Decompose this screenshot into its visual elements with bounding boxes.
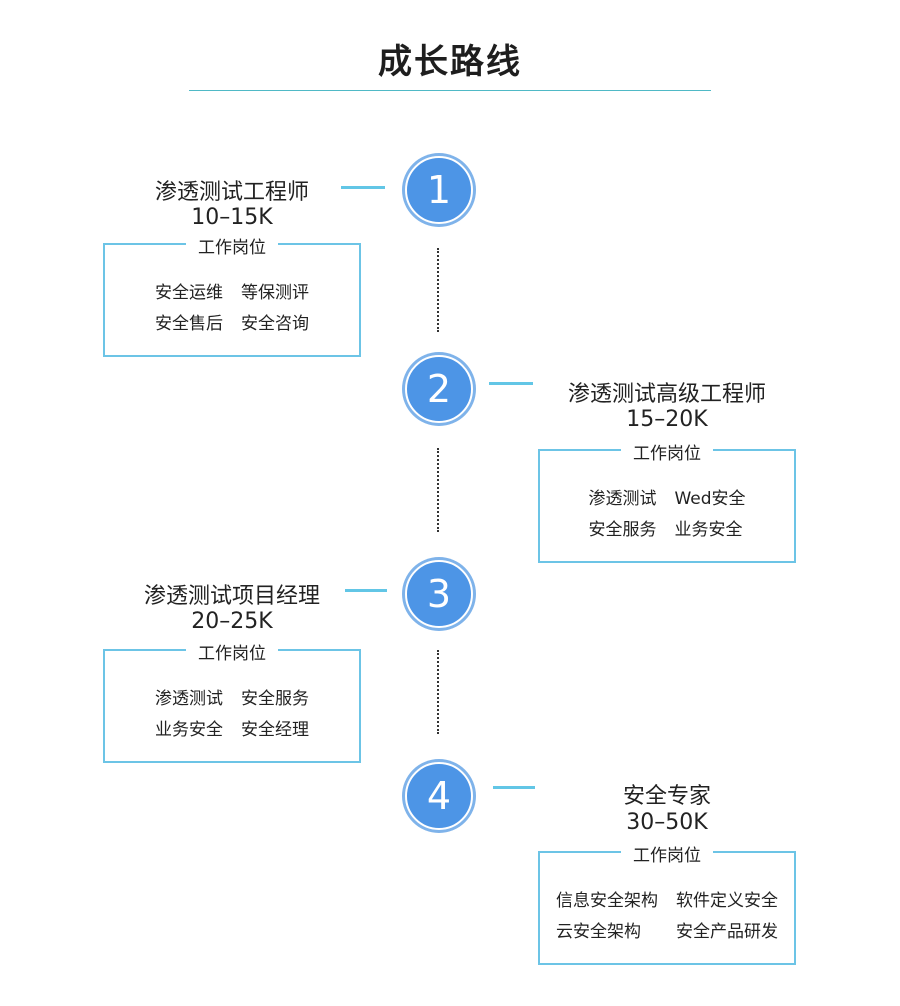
step-4-circle: 4 xyxy=(405,762,473,830)
salary: 10–15K xyxy=(191,205,273,230)
connector-line xyxy=(489,382,533,385)
position-label: 工作岗位 xyxy=(621,439,713,464)
role-item: 安全售后 xyxy=(155,314,223,334)
title-underline xyxy=(189,90,711,91)
role-item: 业务安全 xyxy=(155,720,223,740)
role-item: 安全经理 xyxy=(241,720,309,740)
position-label: 工作岗位 xyxy=(621,841,713,866)
role-item: 安全运维 xyxy=(155,283,223,303)
position-box: 工作岗位 渗透测试 安全服务 业务安全 安全经理 xyxy=(103,639,361,763)
position-box: 工作岗位 信息安全架构 软件定义安全 云安全架构 安全产品研发 xyxy=(538,841,796,965)
role-item: 云安全架构 xyxy=(556,922,641,942)
salary: 30–50K xyxy=(626,810,708,835)
position-box: 工作岗位 安全运维 等保测评 安全售后 安全咨询 xyxy=(103,233,361,357)
role-item: 等保测评 xyxy=(241,283,309,303)
role-item: 安全产品研发 xyxy=(676,922,778,942)
role-item: 信息安全架构 xyxy=(556,891,658,911)
step-2-circle: 2 xyxy=(405,355,473,423)
dotted-connector xyxy=(437,248,439,332)
role-item: 安全服务 xyxy=(588,520,657,540)
roles-grid: 渗透测试 安全服务 业务安全 安全经理 xyxy=(105,684,359,740)
roles-grid: 安全运维 等保测评 安全售后 安全咨询 xyxy=(105,278,359,334)
position-label: 工作岗位 xyxy=(186,639,278,664)
job-title: 渗透测试项目经理 xyxy=(143,584,320,609)
role-item: 安全咨询 xyxy=(241,314,309,334)
job-title: 渗透测试工程师 xyxy=(154,180,309,205)
role-item: 软件定义安全 xyxy=(676,891,778,911)
dotted-connector xyxy=(437,448,439,532)
salary: 20–25K xyxy=(191,609,273,634)
roles-grid: 渗透测试 Wed安全 安全服务 业务安全 xyxy=(540,484,794,540)
connector-line xyxy=(345,589,387,592)
roles-grid: 信息安全架构 软件定义安全 云安全架构 安全产品研发 xyxy=(540,886,794,942)
role-item: Wed安全 xyxy=(674,489,746,509)
page-title: 成长路线 xyxy=(378,42,522,82)
job-title: 安全专家 xyxy=(622,784,711,809)
position-box: 工作岗位 渗透测试 Wed安全 安全服务 业务安全 xyxy=(538,439,796,563)
step-3-circle: 3 xyxy=(405,560,473,628)
role-item: 业务安全 xyxy=(674,520,743,540)
step-1-circle: 1 xyxy=(405,156,473,224)
salary: 15–20K xyxy=(626,407,708,432)
connector-line xyxy=(341,186,385,189)
role-item: 渗透测试 xyxy=(588,489,657,509)
role-item: 安全服务 xyxy=(241,689,309,709)
position-label: 工作岗位 xyxy=(186,233,278,258)
role-item: 渗透测试 xyxy=(155,689,223,709)
dotted-connector xyxy=(437,650,439,734)
job-title: 渗透测试高级工程师 xyxy=(567,382,766,407)
connector-line xyxy=(493,786,535,789)
